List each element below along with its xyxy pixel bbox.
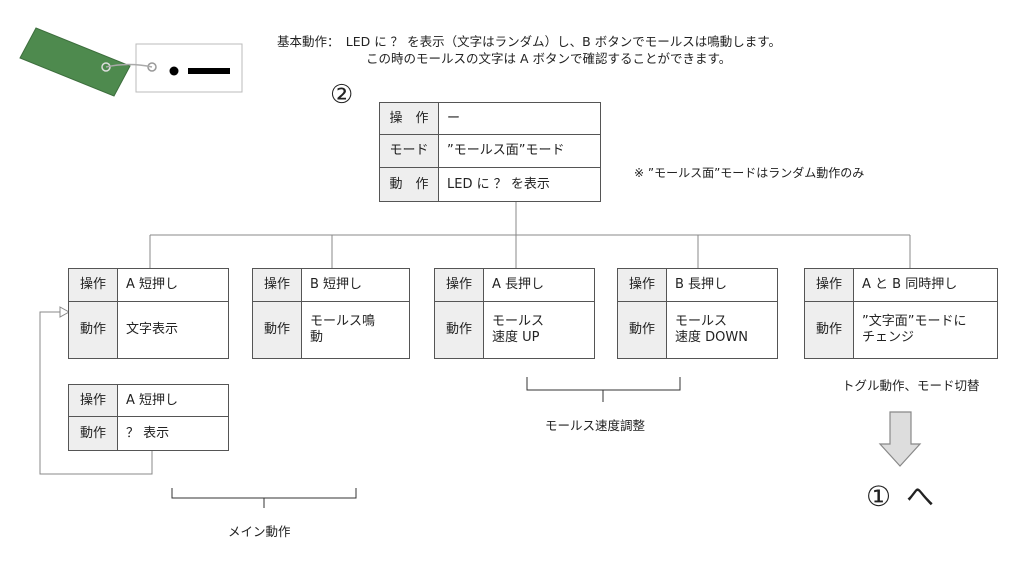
op-label: 操作 <box>434 268 484 302</box>
main-act-value: LED に ？ を表示 <box>438 167 601 202</box>
op-label: 操作 <box>68 268 118 302</box>
act-label: 動作 <box>617 301 667 359</box>
group-label-toggle: トグル動作、モード切替 <box>842 378 980 393</box>
act-value: モールス 速度 UP <box>483 301 595 359</box>
act-label: 動作 <box>804 301 854 359</box>
goto-number: ① <box>866 480 892 513</box>
op-value: B 長押し <box>666 268 778 302</box>
op-label: 操作 <box>617 268 667 302</box>
main-mode-label: モード <box>379 134 439 168</box>
op-value: A と B 同時押し <box>853 268 998 302</box>
main-mode-value: ”モールス面”モード <box>438 134 601 168</box>
main-op-label: 操 作 <box>379 102 439 135</box>
act-value: ”文字面”モードに チェンジ <box>853 301 998 359</box>
down-arrow-icon <box>878 411 922 467</box>
main-op-value: ー <box>438 102 601 135</box>
description-line-1: 基本動作： LED に ？ を表示（文字はランダム）し、B ボタンでモールスは鳴… <box>277 34 781 49</box>
goto-text: へ <box>906 480 935 513</box>
act-label: 動作 <box>68 301 118 359</box>
tag-icon <box>19 27 243 97</box>
act-label: 動作 <box>434 301 484 359</box>
op-label: 操作 <box>68 384 118 417</box>
act-value: モールス 速度 DOWN <box>666 301 778 359</box>
goto-section: ① へ <box>866 480 934 514</box>
section-number: ② <box>330 80 354 110</box>
op-label: 操作 <box>252 268 302 302</box>
morse-tag-illustration <box>14 20 246 100</box>
description-line-2: この時のモールスの文字は A ボタンで確認することができます。 <box>366 51 732 66</box>
main-state-table: 操 作 ー モード ”モールス面”モード 動 作 LED に ？ を表示 <box>379 102 601 202</box>
op-value: A 短押し <box>117 268 229 302</box>
act-label: 動作 <box>68 416 118 451</box>
act-value: 文字表示 <box>117 301 229 359</box>
act-value: モールス鳴 動 <box>301 301 410 359</box>
op-value: B 短押し <box>301 268 410 302</box>
op-value: A 長押し <box>483 268 595 302</box>
group-label-speed-adjust: モールス速度調整 <box>545 418 646 433</box>
op-value: A 短押し <box>117 384 229 417</box>
mode-note: ※ ”モールス面”モードはランダム動作のみ <box>634 166 865 180</box>
op-label: 操作 <box>804 268 854 302</box>
act-label: 動作 <box>252 301 302 359</box>
main-act-label: 動 作 <box>379 167 439 202</box>
act-value: ？ 表示 <box>117 416 229 451</box>
group-label-main-action: メイン動作 <box>228 524 291 539</box>
